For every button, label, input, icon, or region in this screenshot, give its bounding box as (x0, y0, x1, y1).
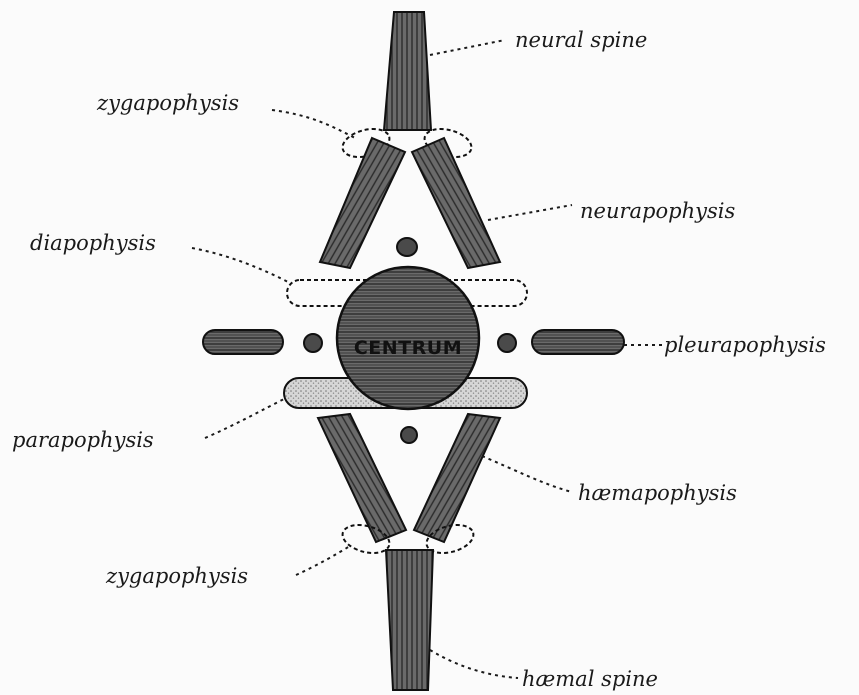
leader-haemal-spine (430, 650, 518, 678)
label-zygapophysis-lower: zygapophysis (105, 564, 248, 588)
leader-neural-spine (430, 40, 505, 55)
haemapophysis-right-shape (414, 414, 500, 542)
neural-canal-dot (397, 238, 417, 256)
label-neurapophysis: neurapophysis (580, 199, 735, 223)
haemal-spine-shape (386, 550, 433, 690)
leader-zygapophysis-lower (296, 546, 350, 575)
leader-haemapophysis (482, 456, 572, 492)
label-pleurapophysis: pleurapophysis (664, 333, 826, 357)
label-haemal-spine: hæmal spine (522, 667, 658, 691)
label-zygapophysis-upper: zygapophysis (96, 91, 239, 115)
label-haemapophysis: hæmapophysis (578, 481, 737, 505)
centrum-label: CENTRUM (354, 337, 462, 359)
leader-parapophysis (205, 398, 286, 438)
label-neural-spine: neural spine (515, 28, 647, 52)
right-foramen-dot (498, 334, 516, 352)
leader-diapophysis (192, 248, 290, 283)
label-parapophysis: parapophysis (12, 428, 154, 452)
label-diapophysis: diapophysis (30, 231, 156, 255)
leader-neurapophysis (488, 205, 572, 220)
haemal-canal-dot (401, 427, 417, 443)
left-foramen-dot (304, 334, 322, 352)
pleurapophysis-right-shape (532, 330, 624, 354)
haemapophysis-left-shape (318, 414, 406, 542)
neural-spine-shape (384, 12, 431, 130)
pleurapophysis-left-shape (203, 330, 283, 354)
leader-zygapophysis-upper (272, 110, 355, 138)
neurapophysis-right-shape (412, 138, 500, 268)
